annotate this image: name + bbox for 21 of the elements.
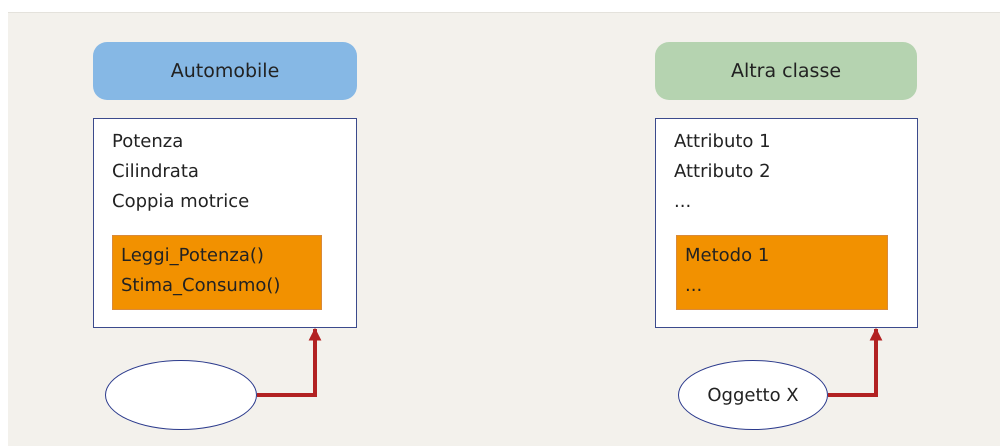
attribute-name: Attributo 2 bbox=[674, 160, 772, 184]
class-box bbox=[655, 118, 918, 328]
method-name: Metodo 1 bbox=[685, 244, 770, 268]
methods-box bbox=[676, 235, 888, 310]
method-name: ... bbox=[685, 274, 704, 298]
method-name: Leggi_Potenza() bbox=[121, 244, 265, 268]
attribute-name: Cilindrata bbox=[112, 160, 200, 184]
attribute-name: ... bbox=[674, 190, 692, 214]
object-name: Oggetto X bbox=[707, 384, 799, 406]
class-box bbox=[93, 118, 357, 328]
methods-box bbox=[112, 235, 322, 310]
arrow bbox=[257, 328, 322, 397]
method-name: Stima_Consumo() bbox=[121, 274, 282, 298]
class-name: Automobile bbox=[170, 60, 280, 82]
arrow bbox=[828, 328, 882, 397]
class-header bbox=[655, 42, 917, 100]
attribute-name: Attributo 1 bbox=[674, 130, 772, 154]
class-name: Altra classe bbox=[730, 60, 842, 82]
attribute-name: Potenza bbox=[112, 130, 184, 154]
class-header bbox=[93, 42, 357, 100]
attribute-name: Coppia motrice bbox=[112, 190, 250, 214]
